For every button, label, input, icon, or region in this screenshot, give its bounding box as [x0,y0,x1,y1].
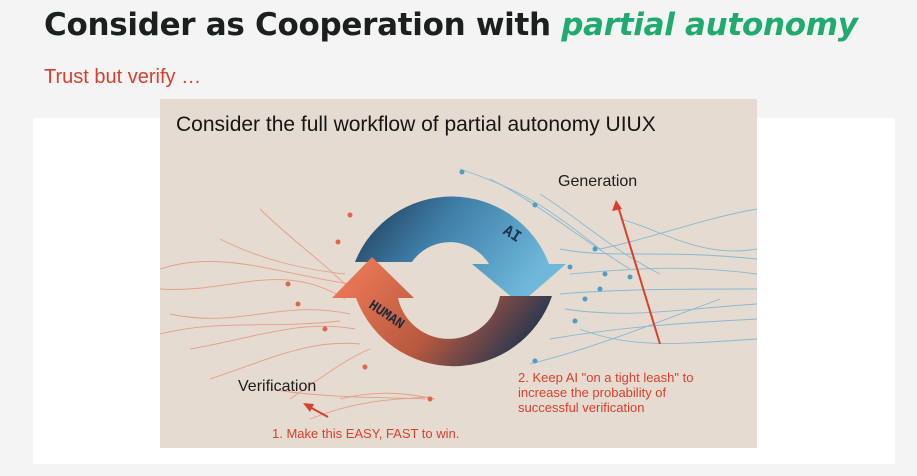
verification-note: 1. Make this EASY, FAST to win. [272,426,460,441]
verification-nodes [285,212,433,402]
ai-cycle-arrow [355,196,566,304]
slide-title-prefix: Consider as Cooperation with [44,7,562,43]
figure-title: Consider the full workflow of partial au… [176,113,656,136]
generation-note-line: successful verification [518,400,645,415]
slide-subtitle: Trust but verify … [44,66,202,88]
generation-note-line: 2. Keep AI "on a tight leash" to [518,370,694,385]
generation-note: 2. Keep AI "on a tight leash" to increas… [518,370,757,415]
slide-title: Consider as Cooperation with partial aut… [44,7,858,43]
verification-fibers [160,208,436,420]
generation-label: Generation [558,173,638,190]
generation-arrow [612,200,661,345]
generation-fibers [459,168,757,365]
verification-arrow [303,403,329,418]
verification-label: Verification [238,378,317,395]
human-cycle-arrow [332,257,552,367]
generation-note-line: increase the probability of [518,385,667,400]
workflow-figure: AI HUMAN Consider the full workflow of p… [160,99,757,448]
generation-nodes [459,169,633,364]
workflow-diagram: AI HUMAN [160,168,757,420]
slide-title-accent: partial autonomy [561,7,858,43]
